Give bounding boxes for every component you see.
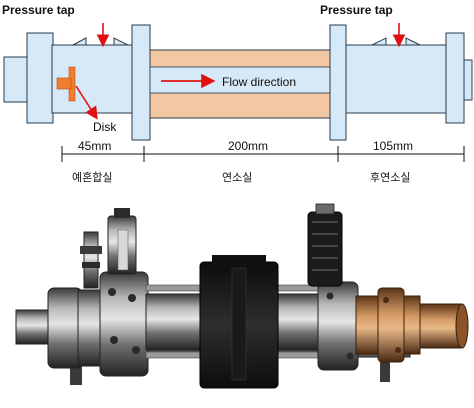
inlet-pipe (15, 309, 51, 345)
photo-left-flange (47, 287, 83, 369)
right-end-cap (463, 59, 473, 101)
disk-label: Disk (93, 120, 117, 134)
flange-3 (329, 24, 347, 141)
right-flange (445, 32, 465, 124)
schematic-diagram: Pressure tap Pressure tap Flow direction… (2, 3, 473, 184)
left-flange (26, 32, 54, 124)
disk-pointer-arrow (75, 85, 98, 120)
pressure-fitting-left (83, 231, 99, 289)
section-post-chamber: 후연소실 (370, 171, 410, 184)
dimension-105mm: 105mm (373, 139, 413, 153)
pressure-tap-fitting-left-b (113, 37, 129, 46)
left-end-cap (3, 56, 29, 103)
section-premix-chamber: 예혼합실 (72, 171, 112, 184)
pressure-tap-fitting-right-a (371, 37, 387, 46)
dimension-45mm: 45mm (78, 139, 111, 153)
pressure-tap-label-left: Pressure tap (2, 3, 75, 17)
pressure-tap-fitting-right-b (405, 37, 421, 46)
pressure-tap-fitting-left-a (72, 37, 87, 46)
flexible-hose (307, 211, 343, 287)
post-chamber-body (345, 44, 447, 114)
flange-2 (131, 24, 151, 141)
combustor-photograph (0, 198, 474, 408)
pressure-tap-label-right: Pressure tap (320, 3, 393, 17)
flow-direction-label: Flow direction (222, 75, 296, 89)
disk-stem (56, 77, 72, 90)
combustion-chamber-bore (149, 66, 331, 94)
dimension-200mm: 200mm (228, 139, 268, 153)
section-combustion-chamber: 연소실 (222, 171, 252, 184)
